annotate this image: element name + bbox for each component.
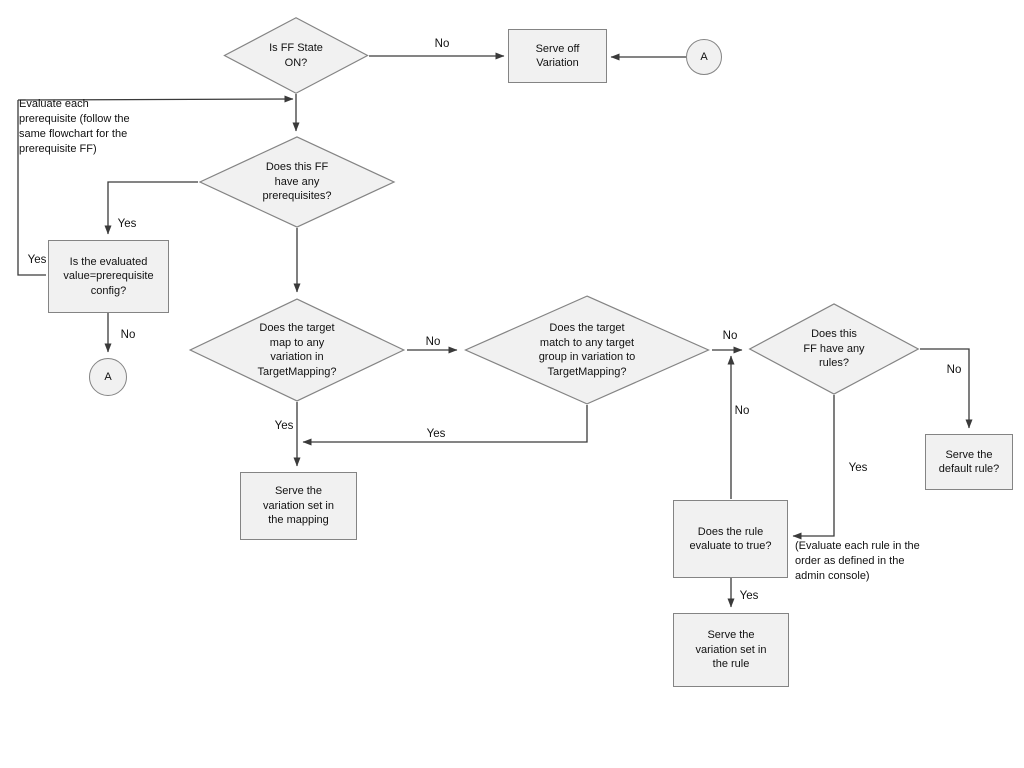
process-serve-variation-rule: Serve the variation set in the rule bbox=[673, 613, 789, 687]
edge-label-no: No bbox=[722, 330, 738, 342]
process-serve-default-rule: Serve the default rule? bbox=[925, 434, 1013, 490]
connector-a-left: A bbox=[89, 358, 127, 396]
edge-targetgroup-yes bbox=[302, 405, 588, 446]
node-label: Is FF State ON? bbox=[269, 42, 323, 69]
edge-rules-yes bbox=[792, 395, 835, 540]
note-evaluate-prerequisite: Evaluate each prerequisite (follow the s… bbox=[19, 98, 130, 155]
node-label: Does this FF have any rules? bbox=[803, 328, 865, 370]
node-label: Does this FF have any prerequisites? bbox=[262, 161, 332, 203]
connector-a-top: A bbox=[686, 39, 722, 75]
edge-prereq-yes bbox=[104, 181, 198, 235]
edge-left-yes-loop bbox=[17, 100, 46, 276]
process-serve-variation-mapping: Serve the variation set in the mapping bbox=[240, 472, 357, 540]
edge-rules-no bbox=[920, 348, 973, 429]
decision-is-ff-state-on: Is FF State ON? bbox=[223, 17, 369, 94]
node-label: Serve off Variation bbox=[535, 42, 580, 70]
node-label: Serve the variation set in the rule bbox=[695, 629, 767, 671]
node-label: Serve the variation set in the mapping bbox=[263, 485, 334, 527]
decision-target-mapping: Does the target map to any variation in … bbox=[188, 298, 406, 402]
process-rule-evaluates-true: Does the rule evaluate to true? bbox=[673, 500, 788, 578]
edge-label-no: No bbox=[434, 38, 450, 50]
node-label: Does the target match to any target grou… bbox=[538, 322, 636, 378]
node-label: Does the target map to any variation in … bbox=[257, 322, 337, 378]
diamond-shape bbox=[188, 298, 406, 402]
diamond-shape bbox=[463, 295, 711, 405]
decision-has-rules: Does this FF have any rules? bbox=[748, 303, 920, 395]
edge-label-no: No bbox=[120, 329, 136, 341]
diamond-shape bbox=[223, 17, 369, 94]
diamond-shape bbox=[198, 136, 396, 228]
note-rule-order: (Evaluate each rule in the order as defi… bbox=[795, 540, 920, 582]
decision-has-prerequisites: Does this FF have any prerequisites? bbox=[198, 136, 396, 228]
node-label: Is the evaluated value=prerequisite conf… bbox=[63, 255, 154, 297]
edge-label-no: No bbox=[946, 364, 962, 376]
node-label: A bbox=[104, 370, 112, 383]
edge-label-no: No bbox=[425, 336, 441, 348]
diamond-shape bbox=[748, 303, 920, 395]
edge-label-yes: Yes bbox=[274, 420, 294, 432]
node-label: Serve the default rule? bbox=[938, 448, 1000, 476]
node-label: Does the rule evaluate to true? bbox=[689, 525, 772, 553]
process-evaluated-value-check: Is the evaluated value=prerequisite conf… bbox=[48, 240, 169, 313]
edge-label-no: No bbox=[734, 405, 750, 417]
decision-target-group: Does the target match to any target grou… bbox=[463, 295, 711, 405]
process-serve-off-variation: Serve off Variation bbox=[508, 29, 607, 83]
edge-label-yes: Yes bbox=[739, 590, 759, 602]
node-label: A bbox=[700, 50, 708, 63]
edge-label-yes: Yes bbox=[27, 254, 47, 266]
edge-label-yes: Yes bbox=[426, 428, 446, 440]
edge-label-yes: Yes bbox=[117, 218, 137, 230]
edge-prereq-return bbox=[17, 95, 294, 103]
edge-label-yes: Yes bbox=[848, 462, 868, 474]
